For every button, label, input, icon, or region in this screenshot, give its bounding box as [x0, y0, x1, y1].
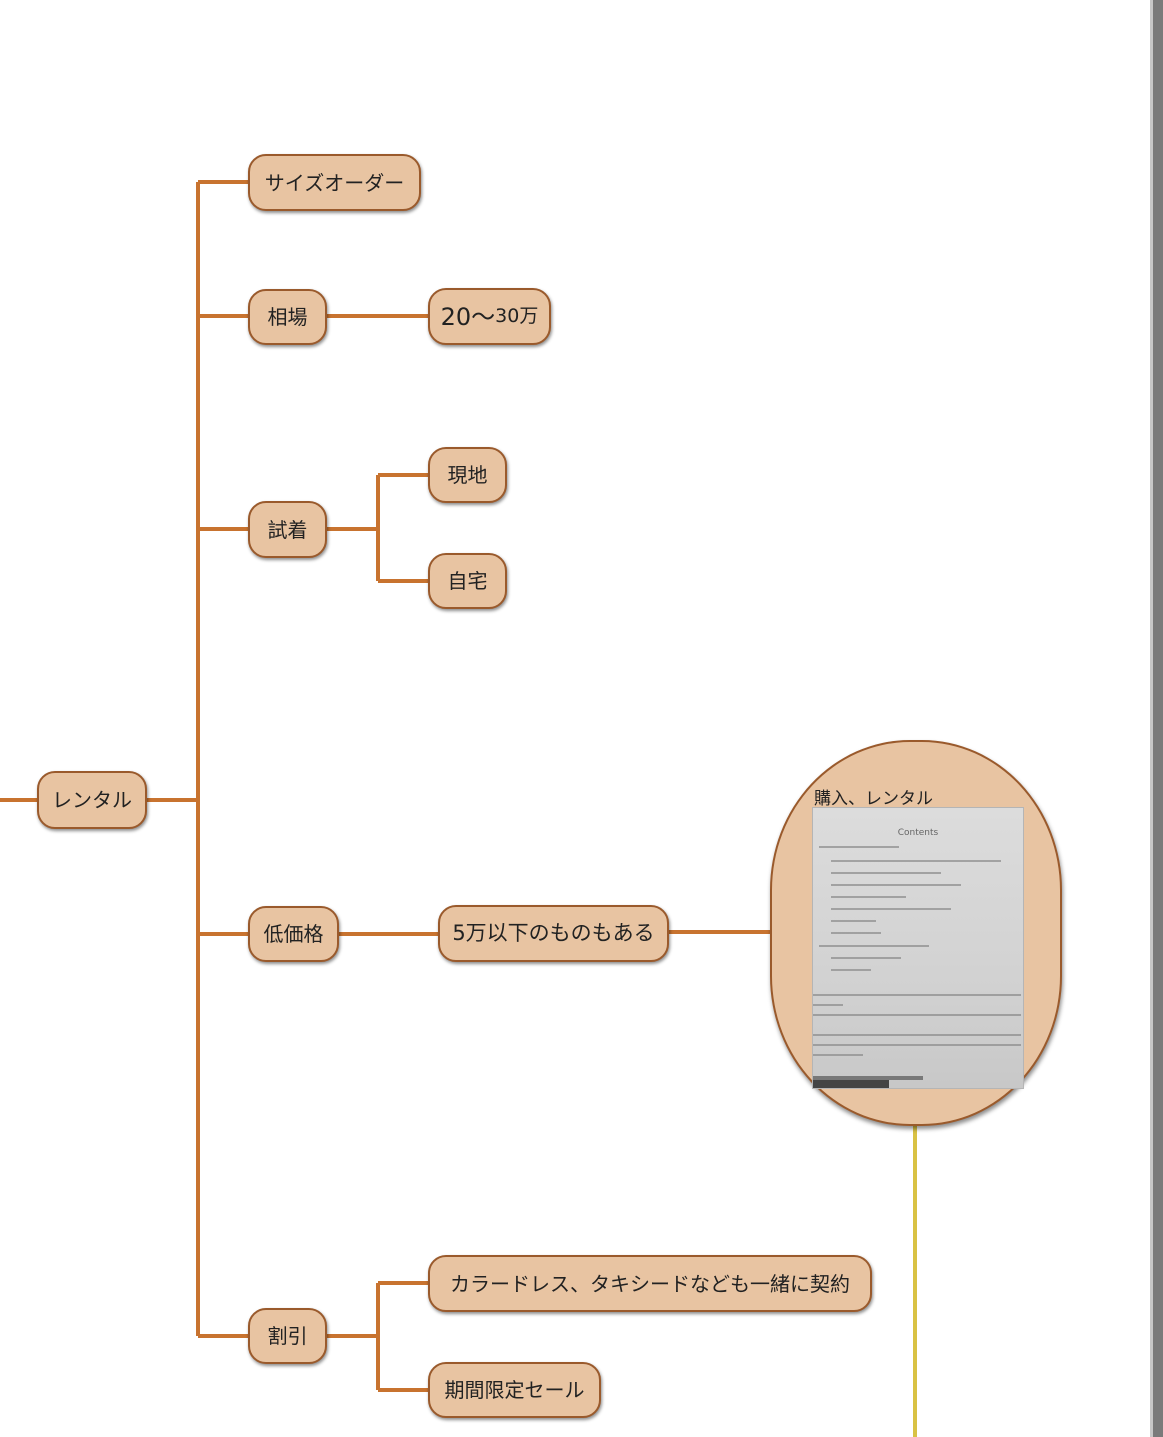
attachment-image[interactable]: Contents: [812, 807, 1024, 1089]
branch-waribiki[interactable]: 割引: [248, 1308, 327, 1364]
root-node[interactable]: レンタル: [37, 771, 147, 829]
branch-souba[interactable]: 相場: [248, 289, 327, 345]
attachment-title: 購入、レンタル: [814, 789, 933, 809]
node-limited-sale[interactable]: 期間限定セール: [428, 1362, 601, 1418]
child-label: 自宅: [447, 569, 488, 593]
attachment-bubble[interactable]: 購入、レンタル Contents: [770, 740, 1062, 1126]
scrollbar-edge: [1150, 0, 1153, 1437]
node-under-50k[interactable]: 5万以下のものもある: [438, 905, 669, 962]
child-label: 5万以下のものもある: [452, 921, 655, 945]
vertical-scrollbar[interactable]: [1153, 0, 1163, 1437]
child-label: 現地: [447, 463, 488, 487]
child-label: 期間限定セール: [444, 1378, 585, 1402]
node-souba-value[interactable]: 20〜30万: [428, 288, 551, 345]
souba-value-small: 30万: [495, 305, 539, 327]
branch-label: 低価格: [263, 922, 324, 946]
node-genchi[interactable]: 現地: [428, 447, 507, 503]
image-heading: Contents: [897, 828, 939, 838]
branch-label: 相場: [267, 305, 308, 329]
branch-label: 試着: [267, 517, 308, 542]
souba-value-main: 20〜: [440, 302, 496, 331]
branch-size-order[interactable]: サイズオーダー: [248, 154, 421, 211]
child-label: カラードレス、タキシードなども一緒に契約: [450, 1271, 850, 1296]
branch-shichaku[interactable]: 試着: [248, 501, 327, 558]
branch-label: 割引: [267, 1324, 308, 1348]
root-label: レンタル: [52, 788, 132, 812]
node-jitaku[interactable]: 自宅: [428, 553, 507, 609]
branch-teikakaku[interactable]: 低価格: [248, 906, 339, 962]
branch-label: サイズオーダー: [264, 170, 405, 195]
node-color-dress[interactable]: カラードレス、タキシードなども一緒に契約: [428, 1255, 872, 1312]
